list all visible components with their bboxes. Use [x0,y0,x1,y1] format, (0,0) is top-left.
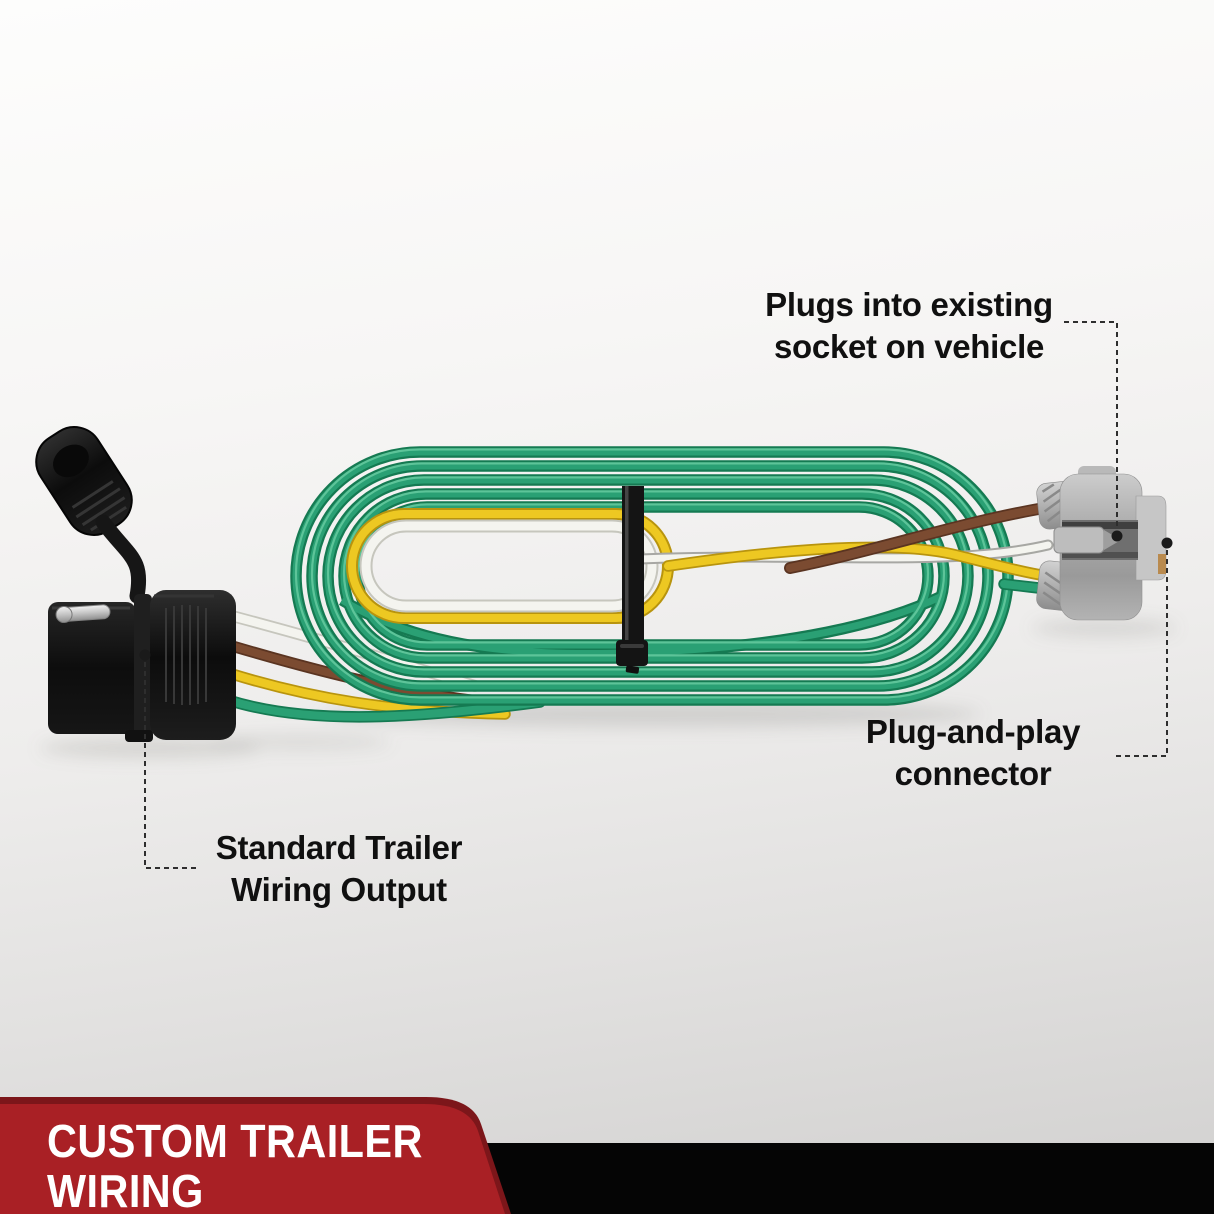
white-wire-loop [359,519,659,613]
vehicle-side-wires [634,501,1062,596]
leader-vehicle-socket [1064,321,1118,528]
vehicle-plug [1036,466,1167,621]
leader-dot-trailer-output [139,649,151,661]
trailer-connector [35,426,236,742]
banner-red-shape [0,1104,505,1214]
plug-terminal-accent [1158,554,1166,574]
plug-latch [1053,526,1105,554]
connector-rib-panel [165,605,207,705]
connector-foot [125,730,153,742]
callout-plug-and-play: Plug-and-play connector [803,711,1143,795]
leader-dot-vehicle-socket [1111,530,1123,542]
cable-tie [616,486,648,674]
callout-leader-dots [139,530,1173,661]
callout-plug-and-play-line2: connector [894,755,1052,792]
connector-collar [134,594,152,740]
connector-body [150,590,236,740]
banner-title-line2: WIRING [47,1165,204,1214]
callout-vehicle-socket: Plugs into existing socket on vehicle [739,284,1079,368]
banner-title-line1: CUSTOM TRAILER [47,1115,423,1167]
callout-trailer-output: Standard Trailer Wiring Output [169,827,509,911]
callout-trailer-output-line2: Wiring Output [231,871,447,908]
callout-vehicle-socket-line2: socket on vehicle [773,328,1045,365]
cap-strap [95,514,147,604]
chrome-clip [55,604,111,624]
footer-banner [0,1097,1214,1214]
leader-dot-plug-and-play [1161,537,1173,549]
callout-vehicle-socket-line1: Plugs into existing [765,286,1053,323]
plug-latch-arrow [1104,530,1121,550]
callout-trailer-output-line1: Standard Trailer [215,829,463,866]
dust-cap [35,426,133,536]
white-wire-loop-core [361,521,657,611]
callout-plug-and-play-line1: Plug-and-play [865,713,1081,750]
callout-leader-lines [144,321,1168,869]
connector-pin-housing [48,602,136,734]
banner-title: CUSTOM TRAILER WIRING [47,1116,423,1214]
